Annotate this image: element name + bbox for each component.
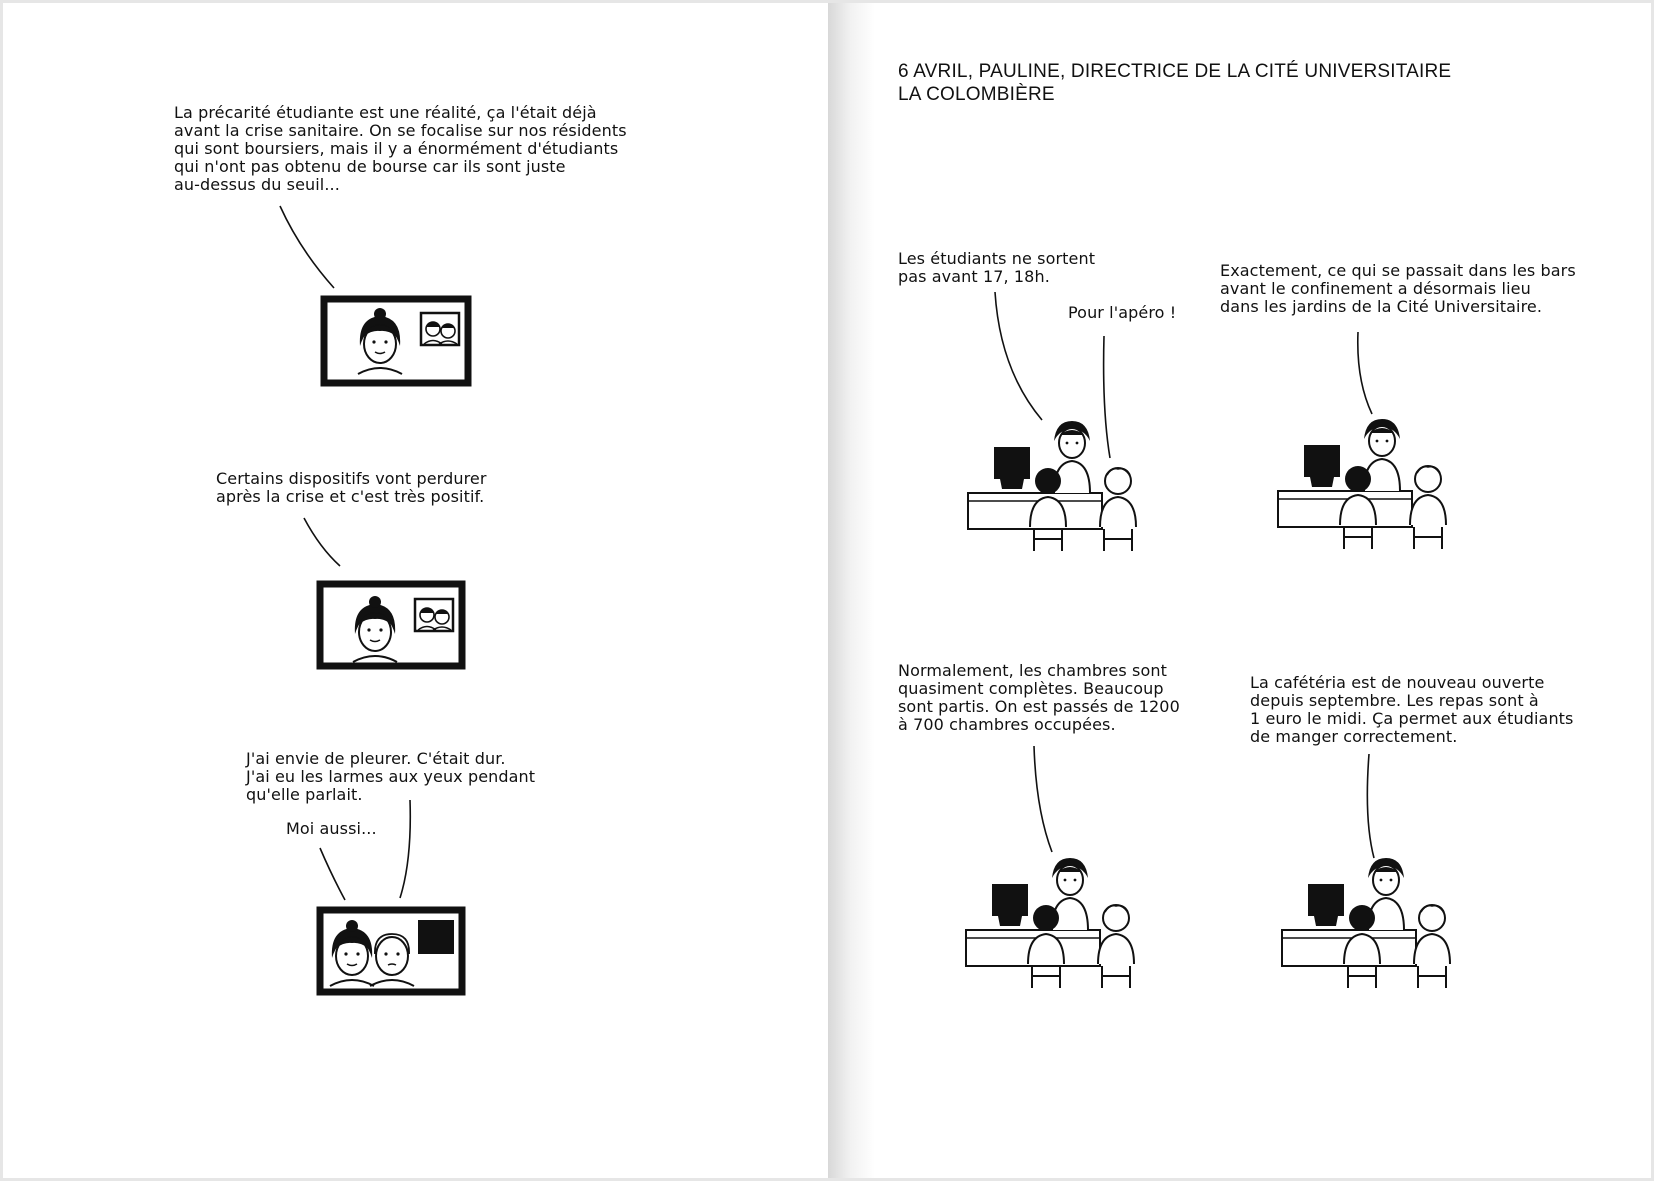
speech-sortent: Les étudiants ne sortent pas avant 17, 1… (898, 249, 1096, 286)
speech-moi-aussi: Moi aussi... (286, 819, 377, 838)
page-title: 6 AVRIL, PAULINE, DIRECTRICE DE LA CITÉ … (898, 61, 1452, 105)
speech-precarity: La précarité étudiante est une réalité, … (174, 103, 627, 194)
speech-bars: Exactement, ce qui se passait dans les b… (1220, 261, 1576, 316)
speech-chambres: Normalement, les chambres sont quasiment… (898, 661, 1180, 734)
speech-apero: Pour l'apéro ! (1068, 303, 1177, 322)
speech-pleurer: J'ai envie de pleurer. C'était dur. J'ai… (246, 749, 536, 804)
right-page (829, 3, 1651, 1178)
speech-dispositifs: Certains dispositifs vont perdurer après… (216, 469, 487, 506)
speech-cafeteria: La cafétéria est de nouveau ouverte depu… (1250, 673, 1574, 746)
